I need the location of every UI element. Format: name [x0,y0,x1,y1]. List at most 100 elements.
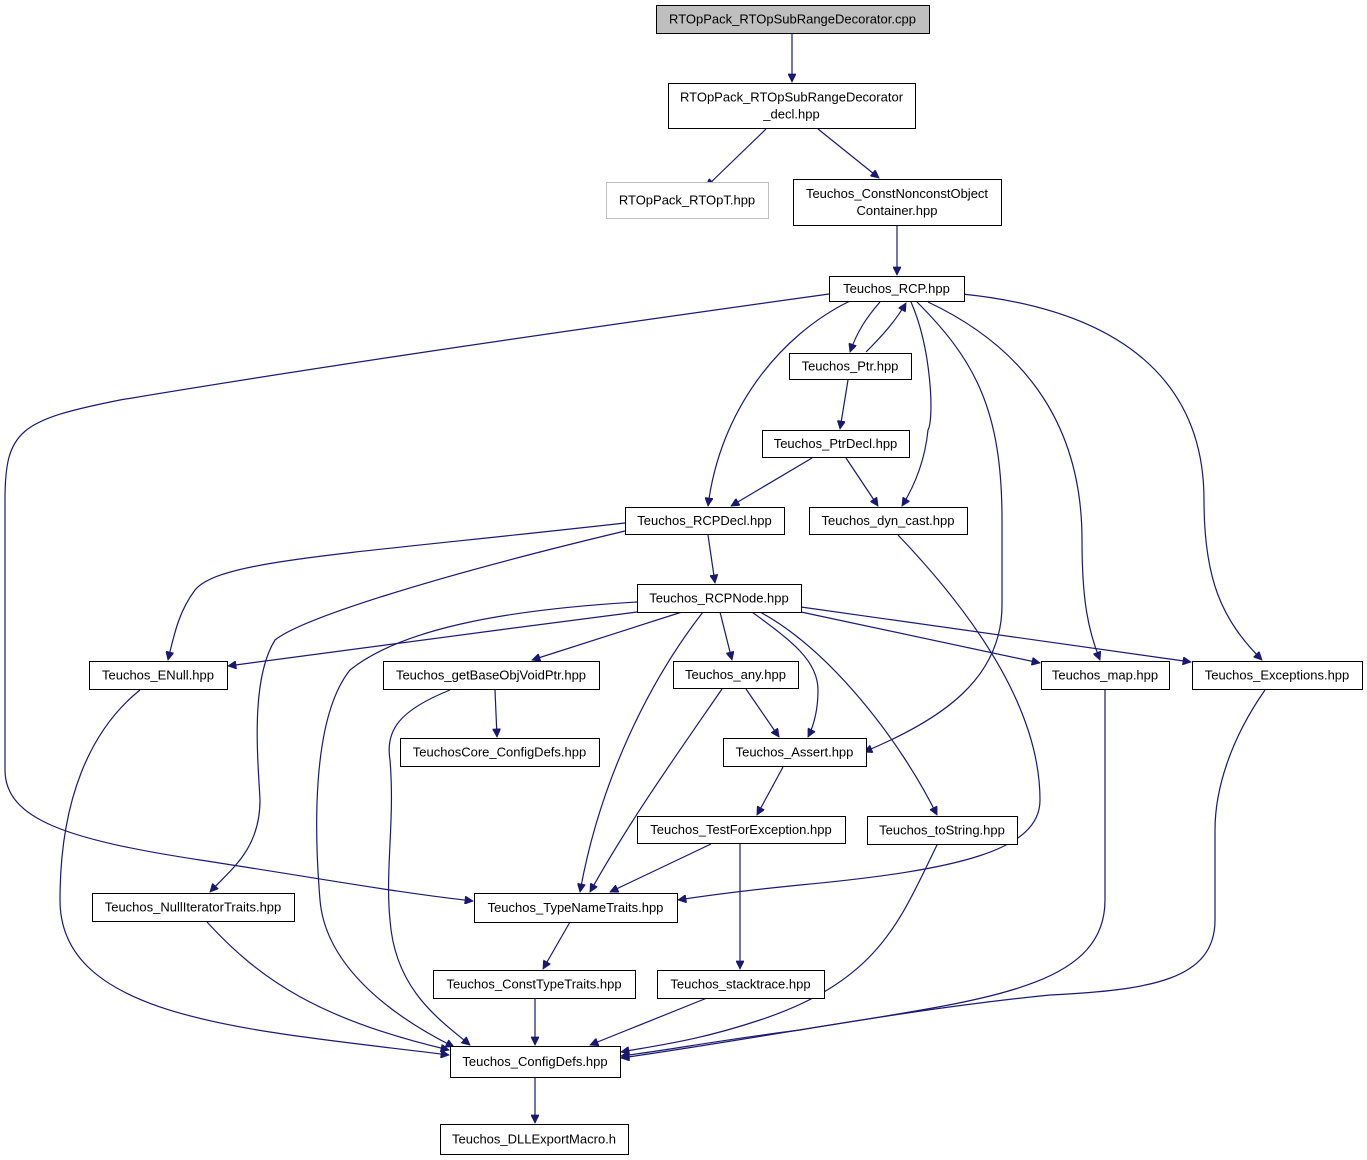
edge-rcpnode-to-any [719,611,732,660]
node-box-consttype [433,970,636,999]
edge-ptrdecl-to-rcpdecl [731,457,813,507]
edge-typename-to-consttype [542,921,571,969]
node-box-nulliter [92,893,295,922]
edge-rcpnode-to-map [800,611,1040,663]
node-box-dyncast [809,507,968,535]
node-box-rcpdecl [625,507,785,535]
node-rcpnode[interactable]: Teuchos_RCPNode.hpp [637,584,802,613]
edge-exceptions-to-configdefs [621,689,1266,1058]
node-box-rcp [829,276,965,302]
node-any[interactable]: Teuchos_any.hpp [673,661,799,689]
edge-ptr-to-rcp [865,303,907,353]
node-box-testfor [637,816,846,844]
node-exceptions[interactable]: Teuchos_Exceptions.hpp [1192,661,1363,690]
edge-rcp-to-map [927,301,1100,660]
node-box-rcpnode [637,584,802,613]
edge-tostring-to-configdefs [621,844,938,1052]
node-label-stacktrace: Teuchos_stacktrace.hpp [670,977,810,992]
node-label-dllexport: Teuchos_DLLExportMacro.h [452,1132,616,1147]
node-label-rcpnode: Teuchos_RCPNode.hpp [649,591,788,606]
edge-rcpdecl-to-nulliter [210,530,626,892]
node-box-typename [474,893,678,923]
node-box-cnoc [793,179,1002,226]
node-assert[interactable]: Teuchos_Assert.hpp [723,738,867,767]
edge-decl-to-rtopt [706,128,767,187]
node-label-decl: _decl.hpp [762,107,819,122]
node-box-ptr [789,353,912,380]
node-rtopt[interactable]: RTOpPack_RTOpT.hpp [606,182,769,219]
node-map[interactable]: Teuchos_map.hpp [1041,661,1170,690]
node-box-dllexport [440,1124,629,1155]
node-label-configdefs: Teuchos_ConfigDefs.hpp [462,1054,607,1069]
edge-stacktrace-to-configdefs [590,997,708,1045]
edge-enull-to-configdefs [59,689,449,1055]
node-label-getbase: Teuchos_getBaseObjVoidPtr.hpp [396,668,586,683]
node-label-rtopt: RTOpPack_RTOpT.hpp [619,193,755,208]
node-label-coreconfig: TeuchosCore_ConfigDefs.hpp [413,745,586,760]
node-label-cnoc: Container.hpp [857,203,938,218]
node-box-rtopt [606,182,769,219]
edge-assert-to-testfor [756,766,784,815]
node-getbase[interactable]: Teuchos_getBaseObjVoidPtr.hpp [383,661,600,690]
node-coreconfig[interactable]: TeuchosCore_ConfigDefs.hpp [400,738,600,767]
node-stacktrace[interactable]: Teuchos_stacktrace.hpp [657,970,825,999]
node-label-tostring: Teuchos_toString.hpp [879,823,1005,838]
node-label-ptrdecl: Teuchos_PtrDecl.hpp [774,436,898,451]
node-label-any: Teuchos_any.hpp [685,667,786,682]
edge-getbase-to-coreconfig [495,689,497,737]
node-configdefs[interactable]: Teuchos_ConfigDefs.hpp [450,1046,621,1078]
node-box-tostring [867,816,1018,845]
edge-rcpnode-to-tostring [759,611,938,815]
node-box-root [656,5,930,34]
node-tostring[interactable]: Teuchos_toString.hpp [867,816,1018,845]
edge-testfor-to-typename [610,843,712,892]
edge-rcp-to-assert [864,301,1003,752]
node-label-rcp: Teuchos_RCP.hpp [843,281,950,296]
edge-rcp-to-typename [4,293,830,901]
node-box-enull [89,661,228,690]
edge-rcpnode-to-assert [751,611,819,737]
edge-rcpdecl-to-enull [168,522,626,660]
node-box-getbase [383,661,600,690]
node-box-decl [668,83,916,129]
node-label-nulliter: Teuchos_NullIteratorTraits.hpp [105,900,282,915]
node-dllexport[interactable]: Teuchos_DLLExportMacro.h [440,1124,629,1155]
node-box-exceptions [1192,661,1363,690]
node-box-ptrdecl [762,430,910,458]
node-ptr[interactable]: Teuchos_Ptr.hpp [789,353,912,380]
edge-rcp-to-dyncast [901,301,932,506]
node-label-decl: RTOpPack_RTOpSubRangeDecorator [680,90,904,105]
node-label-testfor: Teuchos_TestForException.hpp [650,822,831,837]
node-rcp[interactable]: Teuchos_RCP.hpp [829,276,965,302]
node-testfor[interactable]: Teuchos_TestForException.hpp [637,816,846,844]
edge-decl-to-cnoc [817,128,879,178]
edge-rcpnode-to-configdefs [316,601,638,1048]
edge-rcp-to-rcpdecl [708,300,851,506]
node-label-ptr: Teuchos_Ptr.hpp [802,359,899,374]
node-decl[interactable]: RTOpPack_RTOpSubRangeDecorator _decl.hpp [668,83,916,129]
node-dyncast[interactable]: Teuchos_dyn_cast.hpp [809,507,968,535]
edge-any-to-typename [589,688,723,892]
node-consttype[interactable]: Teuchos_ConstTypeTraits.hpp [433,970,636,999]
node-label-consttype: Teuchos_ConstTypeTraits.hpp [446,977,621,992]
node-label-assert: Teuchos_Assert.hpp [736,745,854,760]
edge-any-to-assert [745,688,779,737]
node-label-root: RTOpPack_RTOpSubRangeDecorator.cpp [669,12,916,27]
node-enull[interactable]: Teuchos_ENull.hpp [89,661,228,690]
edge-nulliter-to-configdefs [206,921,449,1050]
node-label-cnoc: Teuchos_ConstNonconstObject [806,186,988,201]
node-nulliter[interactable]: Teuchos_NullIteratorTraits.hpp [92,893,295,922]
node-label-typename: Teuchos_TypeNameTraits.hpp [488,900,664,915]
node-box-stacktrace [657,970,825,999]
node-label-dyncast: Teuchos_dyn_cast.hpp [822,513,955,528]
node-typename[interactable]: Teuchos_TypeNameTraits.hpp [474,893,678,923]
edge-rcpnode-to-typename [580,611,704,892]
node-label-rcpdecl: Teuchos_RCPDecl.hpp [637,513,771,528]
node-label-exceptions: Teuchos_Exceptions.hpp [1205,668,1350,683]
node-rcpdecl[interactable]: Teuchos_RCPDecl.hpp [625,507,785,535]
node-ptrdecl[interactable]: Teuchos_PtrDecl.hpp [762,430,910,458]
node-box-coreconfig [400,738,600,767]
node-box-assert [723,738,867,767]
